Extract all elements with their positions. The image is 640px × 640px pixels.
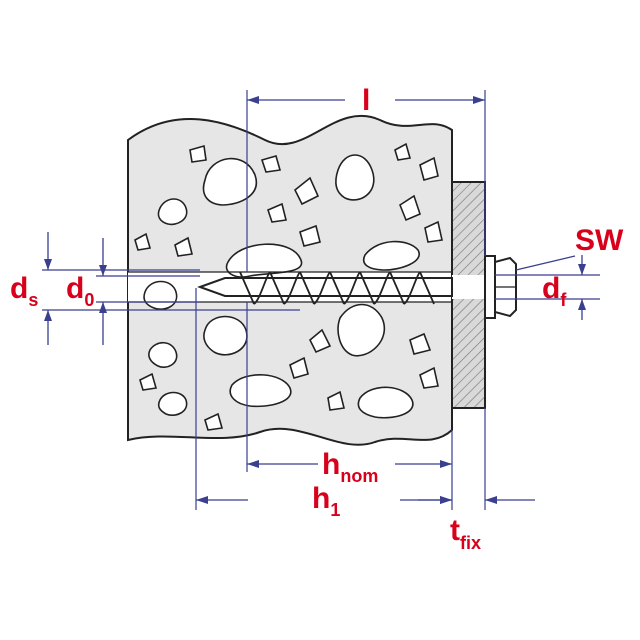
dimension-tfix — [418, 408, 535, 510]
label-df: df — [542, 272, 567, 310]
label-h1: h1 — [312, 482, 340, 520]
dimension-sw — [515, 255, 576, 271]
concrete-screw — [197, 255, 517, 319]
label-sw: SW — [575, 224, 624, 257]
dimension-hnom — [246, 302, 453, 510]
label-d0: d0 — [66, 272, 94, 310]
label-hnom: hnom — [322, 448, 378, 486]
fixture-plate — [451, 181, 486, 409]
dimension-ds — [42, 232, 300, 345]
label-tfix: tfix — [450, 514, 481, 553]
label-l: l — [362, 84, 370, 117]
dimension-l — [246, 90, 486, 272]
label-ds: ds — [10, 272, 38, 310]
dimension-df — [495, 255, 600, 320]
dimension-d0 — [96, 238, 200, 345]
